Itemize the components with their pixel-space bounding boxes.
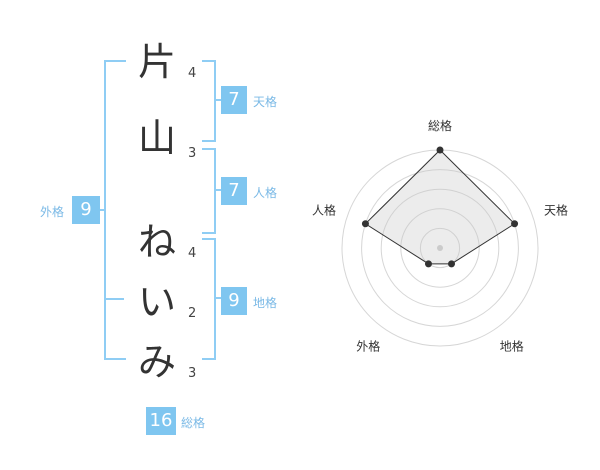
stroke-count-2: 3 (188, 146, 197, 161)
radar-point-5 (361, 220, 369, 228)
jinkaku-bracket (202, 148, 216, 234)
stroke-count-1: 4 (188, 66, 197, 81)
radar-ring (400, 208, 480, 288)
radar-axis-label-3: 地格 (500, 339, 524, 354)
name-char-1: 片 (137, 40, 176, 84)
radar-ring (380, 188, 500, 308)
radar-axis-label-5: 人格 (312, 202, 336, 217)
chikaku-label: 地格 (253, 296, 278, 310)
radar-axis-label-1: 総格 (428, 118, 452, 133)
radar-center-dot (437, 245, 443, 251)
stroke-count-5: 3 (188, 366, 197, 381)
tenkaku-value-badge: 7 (221, 86, 247, 114)
name-char-2: 山 (137, 116, 176, 160)
radar-ring (361, 169, 519, 327)
gaikaku-divider-tick (104, 298, 124, 300)
gaikaku-bracket (104, 60, 126, 360)
name-char-4: い (137, 280, 176, 324)
radar-point-2 (511, 220, 519, 228)
chikaku-bracket (202, 238, 216, 360)
radar-point-1 (436, 146, 444, 154)
tenkaku-bracket (202, 60, 216, 142)
gaikaku-value-badge: 9 (72, 196, 100, 224)
name-char-3: ね (137, 220, 176, 264)
gaikaku-connector (96, 209, 104, 211)
soukaku-label: 総格 (181, 416, 206, 430)
radar-axis-label-4: 外格 (356, 339, 380, 354)
name-char-5: み (137, 340, 176, 384)
stroke-count-3: 4 (188, 246, 197, 261)
chikaku-connector (214, 297, 222, 299)
stroke-count-4: 2 (188, 306, 197, 321)
radar-ring (419, 227, 461, 269)
tenkaku-label: 天格 (253, 95, 278, 109)
tenkaku-connector (214, 99, 222, 101)
jinkaku-label: 人格 (253, 186, 278, 200)
radar-point-3 (448, 260, 456, 268)
soukaku-value-badge: 16 (146, 407, 176, 435)
jinkaku-connector (214, 189, 222, 191)
chikaku-value-badge: 9 (221, 287, 247, 315)
radar-point-4 (424, 260, 432, 268)
gaikaku-label: 外格 (40, 205, 65, 219)
jinkaku-value-badge: 7 (221, 177, 247, 205)
radar-axis-label-2: 天格 (544, 202, 568, 217)
radar-series-area (364, 149, 516, 265)
